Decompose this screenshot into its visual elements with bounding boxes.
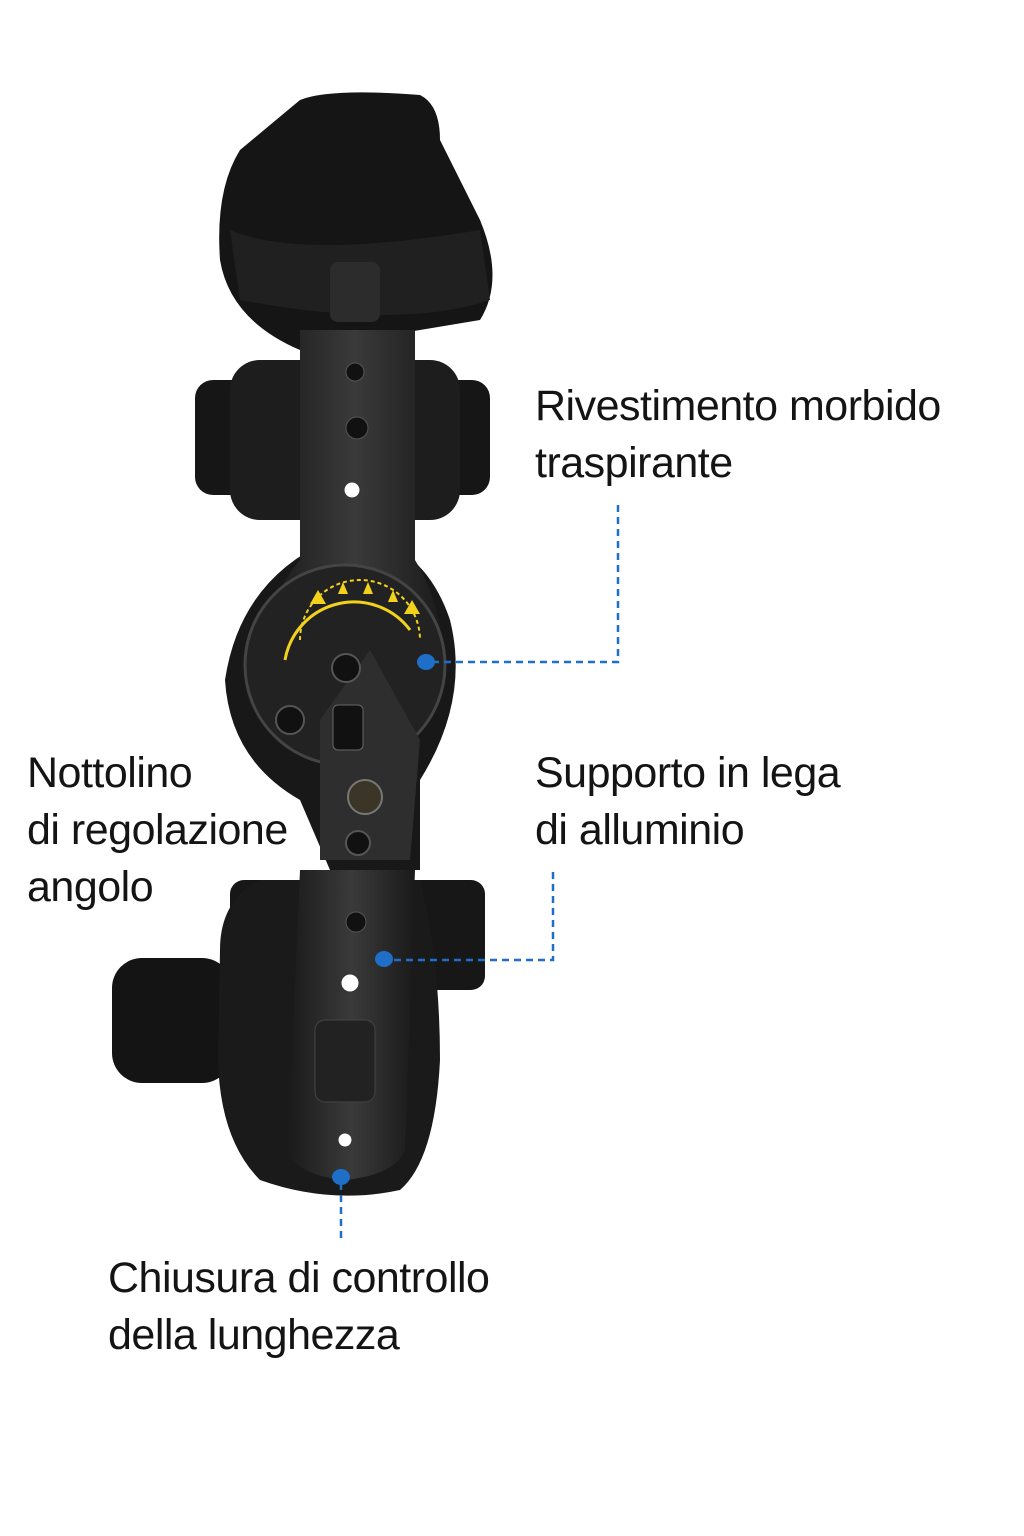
callout-line: Supporto in lega <box>535 749 841 797</box>
callout-line: di regolazione <box>27 806 288 854</box>
callout-length-lock: Chiusura di controllo della lunghezza <box>108 1250 490 1364</box>
callout-line: Rivestimento morbido <box>535 382 941 430</box>
callout-support: Supporto in lega di alluminio <box>535 745 841 859</box>
callout-angle-knob: Nottolino di regolazione angolo <box>27 745 288 916</box>
side-strap <box>112 958 232 1083</box>
callout-line: della lunghezza <box>108 1311 400 1359</box>
hinge <box>243 563 447 860</box>
callout-line: angolo <box>27 863 154 911</box>
callout-line: di alluminio <box>535 806 745 854</box>
callout-line: traspirante <box>535 439 733 487</box>
upper-cuff <box>219 92 493 350</box>
callout-line: Chiusura di controllo <box>108 1254 490 1302</box>
callout-padding: Rivestimento morbido traspirante <box>535 378 941 492</box>
callout-line: Nottolino <box>27 749 193 797</box>
